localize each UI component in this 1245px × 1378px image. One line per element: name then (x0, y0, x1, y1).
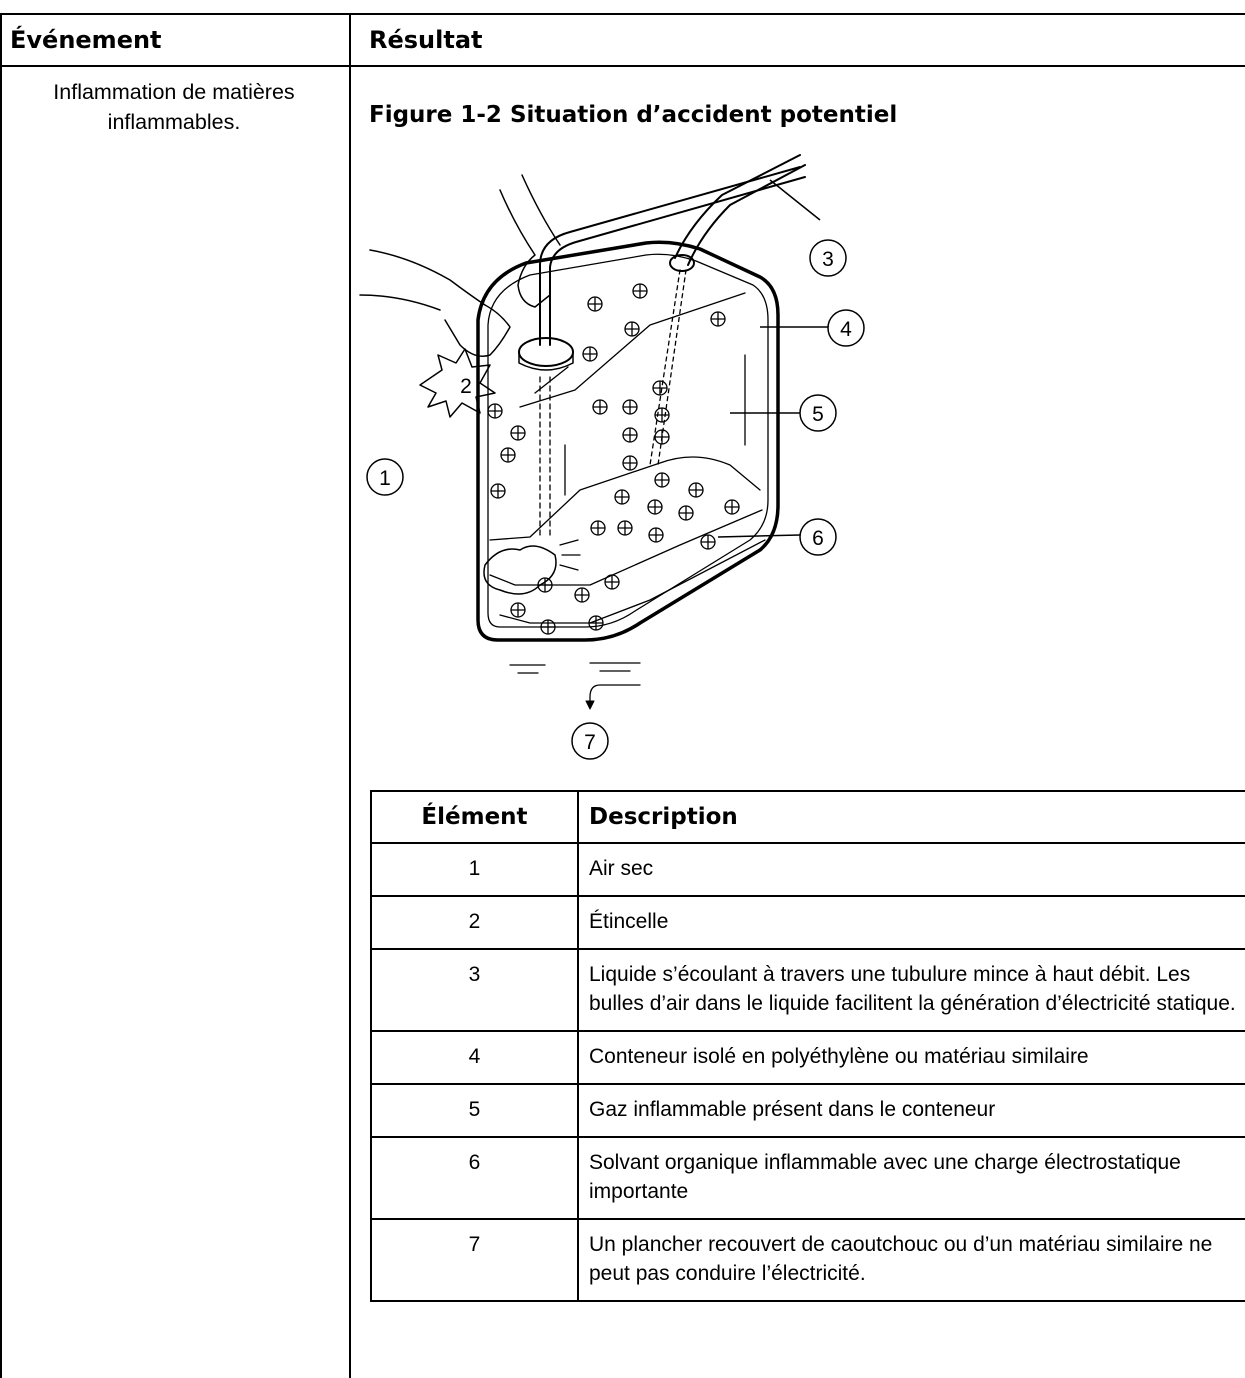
charge-symbol (724, 499, 740, 515)
legend-item-number: 4 (370, 1030, 579, 1085)
callout-4: 4 (840, 318, 852, 341)
charge-symbol (624, 321, 640, 337)
charge-symbol (654, 407, 670, 423)
charge-symbol (622, 427, 638, 443)
legend-item-description: Solvant organique inflammable avec une c… (577, 1136, 1245, 1220)
charge-symbol (604, 574, 620, 590)
table-row: 1 Air sec (370, 842, 1245, 897)
tubing-left (539, 166, 801, 346)
charge-symbol (582, 346, 598, 362)
charge-symbol (617, 520, 633, 536)
callout-3: 3 (822, 248, 834, 271)
charge-symbol (632, 283, 648, 299)
legend-table: Élément Description 1 Air sec 2 Étincell… (370, 790, 1245, 1302)
spark (419, 348, 496, 418)
hand-lower (369, 249, 511, 357)
charge-symbol (537, 577, 553, 593)
charge-symbol (654, 429, 670, 445)
legend-item-number: 6 (370, 1136, 579, 1220)
legend-item-description: Air sec (577, 842, 1245, 897)
callout-7: 7 (584, 731, 596, 754)
table-row: 4 Conteneur isolé en polyéthylène ou mat… (370, 1030, 1245, 1085)
accident-illustration: 1 2 3 4 5 6 7 (359, 154, 865, 760)
callout-1: 1 (379, 467, 391, 490)
legend-item-description: Conteneur isolé en polyéthylène ou matér… (577, 1030, 1245, 1085)
header-bottom-border (0, 65, 1245, 67)
charge-symbol (487, 403, 503, 419)
charge-symbol (500, 447, 516, 463)
charge-symbol (622, 455, 638, 471)
charge-symbol (652, 380, 668, 396)
callout-2: 2 (460, 375, 472, 398)
charge-symbol (700, 534, 716, 550)
charge-symbol (490, 483, 506, 499)
header-result: Résultat (369, 26, 483, 54)
charge-symbol (590, 520, 606, 536)
charge-symbol (510, 425, 526, 441)
table-row: 6 Solvant organique inflammable avec une… (370, 1136, 1245, 1220)
table-row: 7 Un plancher recouvert de caoutchouc ou… (370, 1218, 1245, 1302)
charge-symbol (654, 472, 670, 488)
charge-symbol (587, 296, 603, 312)
tubing-right (674, 154, 801, 259)
charge-symbol (710, 311, 726, 327)
table-row: 2 Étincelle (370, 895, 1245, 950)
legend-item-description: Liquide s’écoulant à travers une tubulur… (577, 948, 1245, 1032)
container-cap (518, 337, 574, 367)
charge-symbol (678, 505, 694, 521)
figure-title: Figure 1-2 Situation d’accident potentie… (369, 102, 898, 128)
legend-header-description: Description (577, 790, 1245, 844)
outer-top-border (0, 13, 1245, 15)
legend-item-description: Gaz inflammable présent dans le conteneu… (577, 1083, 1245, 1138)
legend-item-number: 2 (370, 895, 579, 950)
charge-symbol (648, 527, 664, 543)
charge-symbols (487, 283, 740, 635)
legend-item-description: Étincelle (577, 895, 1245, 950)
header-event: Événement (10, 26, 162, 54)
charge-symbol (614, 489, 630, 505)
charge-symbol (540, 619, 556, 635)
gas-boundary (519, 292, 746, 408)
legend-item-description: Un plancher recouvert de caoutchouc ou d… (577, 1218, 1245, 1302)
charge-symbol (574, 587, 590, 603)
hand-upper (499, 189, 551, 308)
event-description: Inflammation de matières inflammables. (53, 80, 295, 134)
charge-symbol (510, 602, 526, 618)
charge-symbol (688, 482, 704, 498)
legend-header-row: Élément Description (370, 790, 1245, 844)
liquid-surface (489, 456, 761, 541)
charge-symbol (592, 399, 608, 415)
table-row: 5 Gaz inflammable présent dans le conten… (370, 1083, 1245, 1138)
charge-symbol (588, 615, 604, 631)
legend-item-number: 3 (370, 948, 579, 1032)
column-divider (349, 13, 351, 1378)
legend-item-number: 1 (370, 842, 579, 897)
legend-item-number: 5 (370, 1083, 579, 1138)
legend-header-item: Élément (370, 790, 579, 844)
legend-item-number: 7 (370, 1218, 579, 1302)
outer-left-border (0, 13, 2, 1378)
container-outline (476, 240, 780, 642)
charge-symbol (647, 499, 663, 515)
charge-symbol (622, 399, 638, 415)
table-row: 3 Liquide s’écoulant à travers une tubul… (370, 948, 1245, 1032)
callout-6: 6 (812, 527, 824, 550)
callout-5: 5 (812, 403, 824, 426)
